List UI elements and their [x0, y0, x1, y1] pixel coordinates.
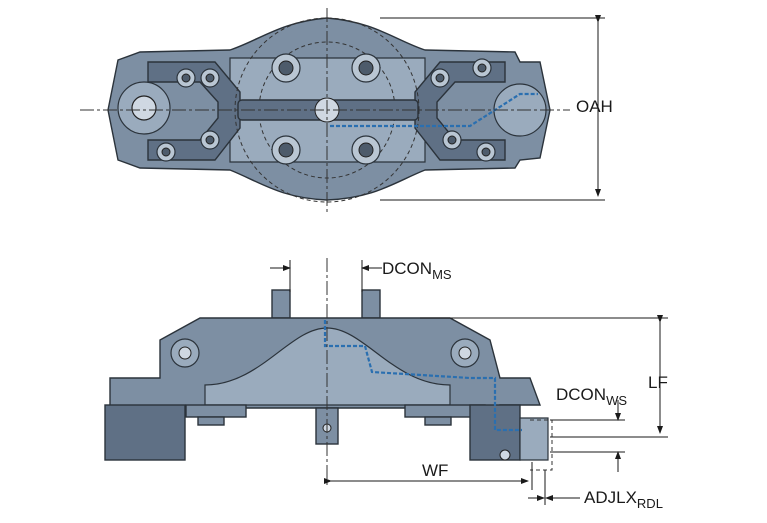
side-view-right-block: [469, 404, 521, 461]
wf-label: WF: [422, 461, 448, 480]
side-view-right-pin: [361, 289, 381, 319]
top-view-clamp-bolts: [156, 58, 496, 162]
side-view-coolant-channel: [323, 320, 522, 432]
adjlx-rdl-label: ADJLXRDL: [584, 488, 663, 511]
side-view-right-nut: [424, 416, 452, 426]
top-view: OAH: [80, 8, 613, 212]
side-view: DCONMS LF DCONWS WF ADJLXRDL: [104, 258, 668, 511]
oah-label: OAH: [576, 97, 613, 116]
dcon-ms-label: DCONMS: [382, 259, 452, 282]
top-view-main-bolts: [271, 53, 381, 165]
side-view-left-block: [104, 404, 186, 461]
side-view-left-pin: [271, 289, 291, 319]
side-view-left-step: [185, 404, 247, 418]
top-view-left-bore: [131, 95, 157, 121]
side-view-saddle: [204, 327, 451, 406]
lf-label: LF: [648, 373, 668, 392]
side-view-insert-holder: [519, 417, 549, 461]
side-view-insert-hidden: [530, 419, 553, 471]
dcon-ws-label: DCONWS: [556, 385, 627, 408]
side-view-left-nut: [197, 416, 225, 426]
